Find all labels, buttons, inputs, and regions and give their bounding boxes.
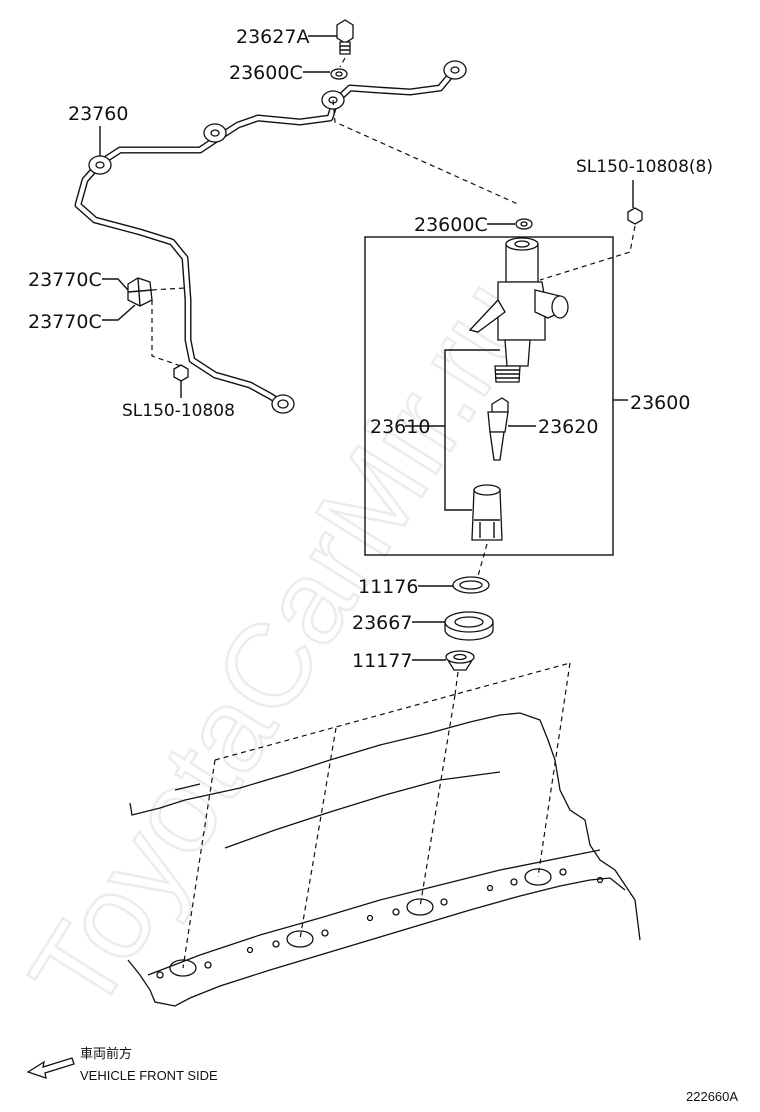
label-nut-pipe: SL150-10808: [122, 401, 235, 421]
watermark: ToyotaCarMir.ru: [5, 258, 558, 1034]
label-fuel-pipe: 23760: [68, 103, 128, 125]
washer: [445, 650, 475, 671]
label-holder-seal: 23667: [352, 612, 412, 634]
pipe-clamp: [127, 277, 153, 307]
label-nozzle: 23620: [538, 416, 598, 438]
label-injector-assy: 23600: [630, 392, 690, 414]
label-clamp-b: 23770C: [28, 311, 102, 333]
front-caption-jp: 車両前方: [80, 1046, 132, 1061]
pipe-nut: [173, 364, 189, 382]
label-gasket-top: 23600C: [229, 62, 303, 84]
label-injector-gasket: 23600C: [414, 214, 488, 236]
label-clamp-a: 23770C: [28, 269, 102, 291]
label-nut-injector: SL150-10808(8): [576, 157, 713, 177]
label-seal-ring: 11176: [358, 576, 418, 598]
cylinder-head: [127, 712, 641, 1007]
projection-lines: [182, 662, 571, 969]
holder-seal: [444, 611, 494, 641]
nozzle: [487, 397, 509, 461]
label-injector-body: 23610: [370, 416, 430, 438]
injector: [468, 237, 569, 383]
retaining-nut: [471, 484, 503, 541]
injector-nut: [627, 207, 643, 225]
seal-ring: [452, 576, 490, 594]
label-bolt: 23627A: [236, 26, 309, 48]
injector-assy-box: [364, 236, 614, 556]
front-caption-en: VEHICLE FRONT SIDE: [80, 1068, 218, 1083]
figure-code: 222660A: [686, 1089, 738, 1104]
leader-lines: [99, 35, 634, 661]
fuel-pipe: [74, 60, 467, 414]
front-indicator: 車両前方 VEHICLE FRONT SIDE: [26, 1046, 218, 1083]
label-washer: 11177: [352, 650, 412, 672]
banjo-bolt: [336, 19, 354, 55]
arrow-left-icon: [26, 1057, 75, 1079]
